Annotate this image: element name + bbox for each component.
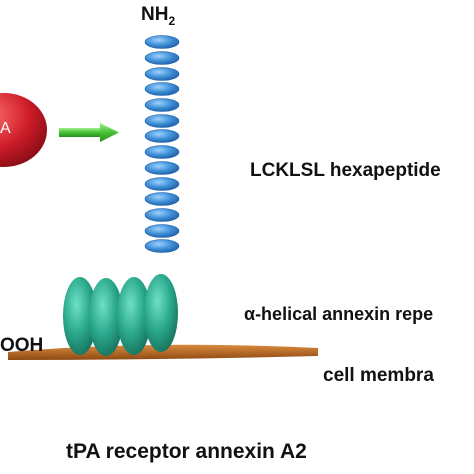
helical-repeat — [89, 278, 123, 356]
helical-repeat — [144, 274, 178, 352]
helical-repeat — [117, 277, 151, 355]
c-terminus-label: OOH — [0, 335, 44, 356]
cell-membrane-label: cell membra — [323, 365, 434, 386]
helical-repeat — [63, 277, 97, 355]
peptide-bead — [144, 114, 180, 128]
diagram-caption: tPA receptor annexin A2 — [66, 440, 307, 463]
annexin-repeats — [63, 274, 178, 356]
peptide-bead — [144, 224, 180, 238]
peptide-bead — [144, 35, 180, 49]
peptide-bead — [144, 51, 180, 65]
binding-arrow — [59, 123, 119, 142]
peptide-bead — [144, 98, 180, 112]
hexapeptide-chain — [144, 35, 180, 253]
peptide-bead — [144, 67, 180, 81]
peptide-bead — [144, 161, 180, 175]
peptide-bead — [144, 239, 180, 253]
peptide-bead — [144, 145, 180, 159]
hexapeptide-label: LCKLSL hexapeptide — [250, 160, 441, 181]
helical-repeat-label: α-helical annexin repe — [244, 304, 434, 324]
peptide-bead — [144, 177, 180, 191]
tpa-ligand-sphere — [0, 93, 47, 167]
ligand-label: A — [0, 120, 11, 137]
peptide-bead — [144, 208, 180, 222]
peptide-bead — [144, 192, 180, 206]
peptide-bead — [144, 82, 180, 96]
peptide-bead — [144, 129, 180, 143]
n-terminus-label: NH2 — [141, 4, 176, 28]
